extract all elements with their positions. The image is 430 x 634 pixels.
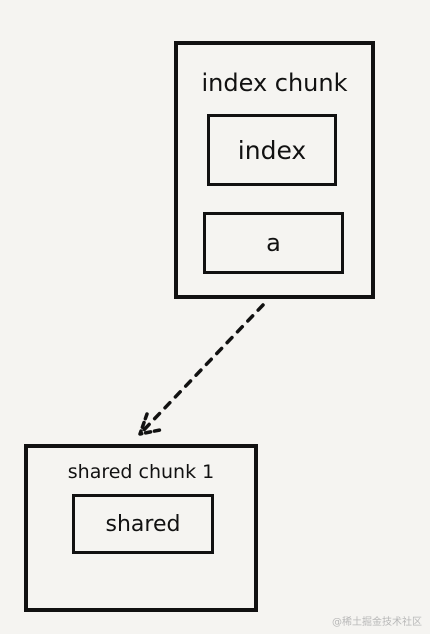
index-chunk-box: index chunk index a (174, 41, 375, 299)
arrow-head (138, 412, 162, 436)
module-index-box: index (207, 114, 337, 186)
watermark-text: @稀土掘金技术社区 (332, 617, 422, 628)
shared-chunk-box: shared chunk 1 shared (24, 444, 258, 612)
connector-line (138, 303, 265, 436)
shared-chunk-title: shared chunk 1 (67, 461, 215, 483)
module-a-box: a (203, 212, 344, 274)
module-shared-box: shared (72, 494, 214, 554)
index-chunk-title: index chunk (201, 69, 348, 97)
